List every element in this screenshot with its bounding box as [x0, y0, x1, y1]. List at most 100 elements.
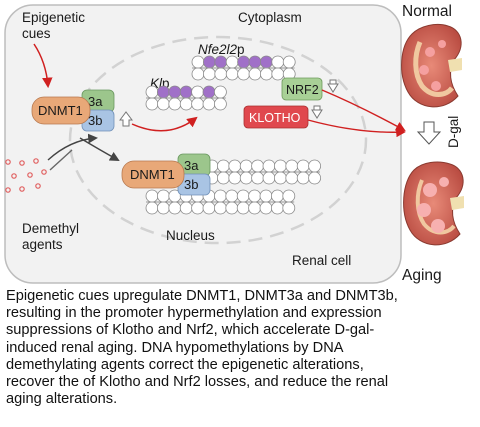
dna-bead: [156, 97, 170, 111]
svg-text:3a: 3a: [184, 158, 199, 173]
methylated-cpg-bead: [248, 55, 262, 69]
dna-bead: [282, 189, 296, 203]
caption-line: recover the of Klotho and Nrf2 losses, a…: [6, 374, 389, 391]
klotho-box: [243, 105, 309, 129]
methylated-cpg-bead: [214, 55, 228, 69]
methylated-cpg-bead: [202, 55, 216, 69]
caption-line: aging alterations.: [6, 391, 118, 408]
dna-bead: [202, 67, 216, 81]
dna-bead: [228, 171, 242, 185]
dna-bead: [168, 97, 182, 111]
dna-bead: [145, 201, 159, 215]
dna-bead: [168, 201, 182, 215]
nucleus-label: Nucleus: [166, 228, 215, 243]
svg-text:3a: 3a: [88, 94, 103, 109]
dna-bead: [216, 171, 230, 185]
dnmt-up-arrow: [119, 111, 133, 127]
dna-bead: [225, 201, 239, 215]
dna-bead: [191, 67, 205, 81]
caption-line: Epigenetic cues upregulate DNMT1, DNMT3a…: [6, 288, 398, 304]
nucleus-outline: [68, 35, 368, 245]
dna-bead: [225, 189, 239, 203]
caption-line: induced renal aging. DNA hypomethylation…: [6, 339, 344, 356]
methylated-cpg-bead: [179, 85, 193, 99]
dna-bead: [191, 85, 205, 99]
dna-bead: [285, 159, 299, 173]
methylated-cpg-bead: [168, 85, 182, 99]
dna-bead: [308, 171, 322, 185]
unmethylated-dna: [145, 159, 322, 215]
normal-kidney-image: [401, 23, 462, 108]
svg-text:3b: 3b: [88, 113, 102, 128]
dna-bead: [202, 97, 216, 111]
dna-bead: [239, 171, 253, 185]
cytoplasm-label: Cytoplasm: [238, 10, 302, 25]
dna-bead: [296, 171, 310, 185]
dna-bead: [282, 55, 296, 69]
renal-epigenetics-diagram: Epigenetic cues Cytoplasm Nucleus Renal …: [4, 3, 464, 284]
dna-bead: [273, 171, 287, 185]
caption-line: demethylating agents correct the epigene…: [6, 356, 364, 373]
nrf2-box: [281, 77, 323, 101]
dgal-label: D-gal: [446, 116, 461, 148]
dna-bead: [213, 97, 227, 111]
dna-bead: [251, 159, 265, 173]
dnmt-to-promoter-arrow: [131, 116, 198, 132]
svg-text:DNMT1: DNMT1: [130, 167, 175, 182]
dna-bead: [239, 159, 253, 173]
caption-line: resulting in the promoter hypermethylati…: [6, 305, 382, 322]
dna-bead: [270, 201, 284, 215]
dna-bead: [237, 67, 251, 81]
dna-bead: [191, 55, 205, 69]
renal-cell-label: Renal cell: [292, 253, 351, 268]
caption-line: suppressions of Klotho and Nrf2, which a…: [6, 322, 375, 339]
methylated-cpg-bead: [237, 55, 251, 69]
dna-bead: [156, 189, 170, 203]
demethyl-agent-arrow: [47, 133, 98, 161]
demethyl-block-line: [49, 149, 73, 171]
dna-bead: [251, 171, 265, 185]
dna-bead: [262, 159, 276, 173]
dnmt1-box-nuc: [121, 160, 185, 189]
dna-bead: [248, 201, 262, 215]
normal-label: Normal: [402, 3, 452, 20]
dna-bead: [191, 201, 205, 215]
dna-bead: [285, 171, 299, 185]
nrf2-down-arrow: [327, 79, 339, 93]
klotho-down-arrow: [311, 105, 323, 119]
demethyl-agents-label: Demethyl agents: [22, 221, 83, 252]
dna-bead: [262, 171, 276, 185]
dna-bead: [156, 201, 170, 215]
dna-bead: [145, 85, 159, 99]
dna-bead: [179, 201, 193, 215]
dna-bead: [228, 159, 242, 173]
nrf2-to-kidney-arrow: [321, 89, 406, 131]
dna-bead: [236, 189, 250, 203]
methylated-cpg-bead: [202, 85, 216, 99]
dnmt1-box-cyto: [31, 96, 91, 125]
epigenetic-cues-label: Epigenetic cues: [22, 10, 89, 41]
dna-bead: [259, 67, 273, 81]
svg-text:DNMT1: DNMT1: [38, 103, 83, 118]
dna-bead: [216, 159, 230, 173]
dna-bead: [308, 159, 322, 173]
dgal-down-arrow: [416, 121, 442, 145]
dna-bead: [179, 97, 193, 111]
dna-bead: [145, 189, 159, 203]
dna-bead: [259, 201, 273, 215]
dna-bead: [248, 67, 262, 81]
dna-bead: [213, 201, 227, 215]
methylated-cpg-bead: [259, 55, 273, 69]
klotho-to-kidney-arrow: [307, 119, 406, 138]
aging-kidney-image: [403, 161, 464, 246]
dna-bead: [213, 189, 227, 203]
dna-bead: [248, 189, 262, 203]
cues-to-dnmt1-arrow: [33, 43, 53, 89]
dna-bead: [213, 85, 227, 99]
dna-bead: [236, 201, 250, 215]
dna-bead: [214, 67, 228, 81]
dna-bead: [270, 189, 284, 203]
dnmt-complex-cytoplasm: 3a 3b DNMT1: [31, 89, 115, 132]
dna-bead: [271, 55, 285, 69]
dna-bead: [259, 189, 273, 203]
